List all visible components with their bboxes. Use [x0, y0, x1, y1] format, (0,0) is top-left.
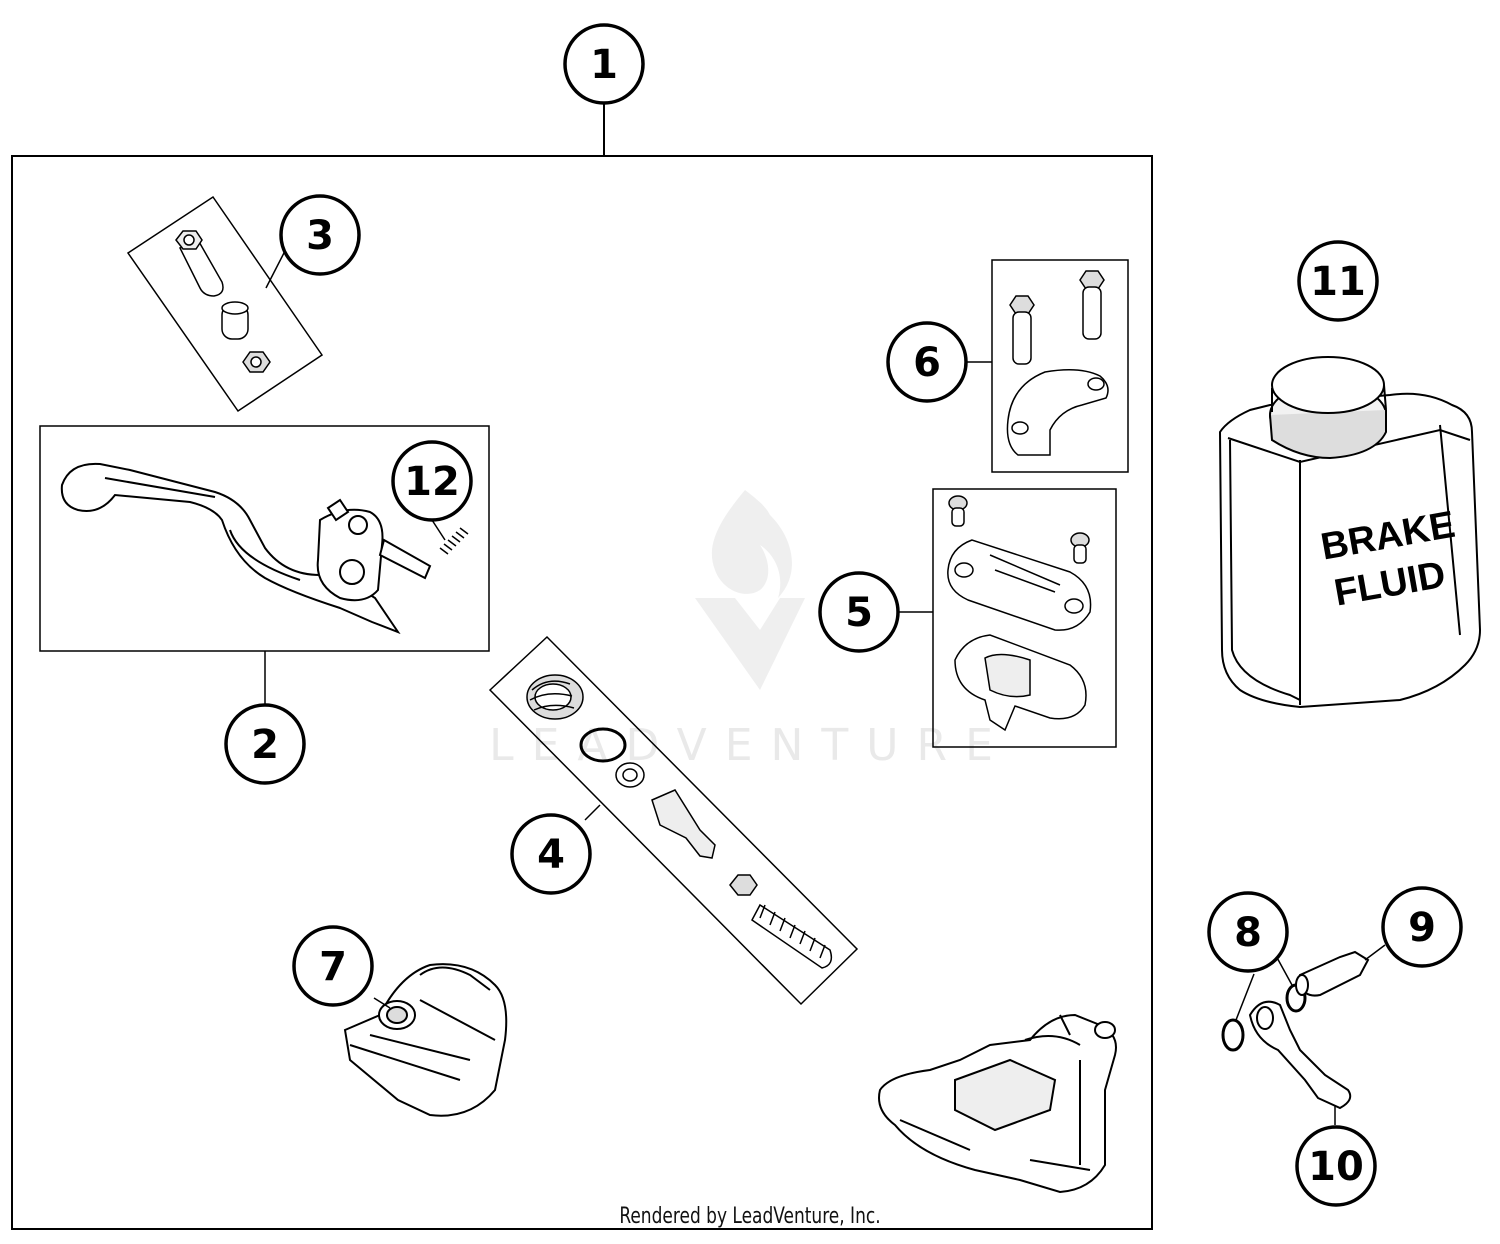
svg-text:2: 2	[251, 722, 279, 768]
bolt-part	[175, 230, 271, 373]
group-5-box	[932, 488, 1117, 748]
svg-text:12: 12	[404, 459, 460, 505]
svg-text:8: 8	[1234, 910, 1262, 956]
svg-text:10: 10	[1308, 1144, 1364, 1190]
svg-text:1: 1	[590, 42, 618, 88]
housing-part	[343, 963, 508, 1117]
callout-4: 4	[510, 813, 592, 895]
lever-part	[60, 462, 469, 635]
callout-7: 7	[292, 925, 374, 1007]
callout-9: 9	[1381, 886, 1463, 968]
callout-6: 6	[886, 321, 968, 403]
svg-text:5: 5	[845, 590, 873, 636]
clamp-part	[1006, 270, 1109, 456]
watermark-text: LEADVENTURE	[489, 720, 1011, 771]
watermark-v-icon	[695, 598, 805, 690]
callout-5: 5	[818, 571, 900, 653]
svg-text:3: 3	[306, 213, 334, 259]
reservoir-cover-part	[947, 495, 1092, 732]
group-3-box	[126, 195, 324, 413]
group-4-box	[488, 635, 859, 1006]
svg-text:7: 7	[319, 944, 347, 990]
svg-text:6: 6	[913, 340, 941, 386]
assembly-frame	[11, 155, 1153, 1230]
callout-11: 11	[1297, 240, 1379, 322]
callout-10: 10	[1295, 1125, 1377, 1207]
callout-3: 3	[279, 194, 361, 276]
watermark-flame-icon	[711, 490, 792, 598]
callout-8: 8	[1207, 891, 1289, 973]
banjo-fitting-part	[1221, 950, 1370, 1110]
master-cylinder-part	[878, 1013, 1117, 1194]
callout-1: 1	[563, 23, 645, 105]
footer-credit: Rendered by LeadVenture, Inc.	[619, 1204, 881, 1229]
group-6-box	[991, 259, 1129, 473]
brake-fluid-bottle	[1218, 356, 1482, 709]
spring-part	[439, 527, 469, 555]
callout-12: 12	[391, 440, 473, 522]
watermark: LEADVENTURE	[489, 490, 1011, 771]
callout-2: 2	[224, 703, 306, 785]
piston-kit-part	[526, 674, 833, 969]
svg-text:11: 11	[1310, 259, 1366, 305]
svg-text:4: 4	[537, 832, 565, 878]
svg-text:9: 9	[1408, 905, 1436, 951]
